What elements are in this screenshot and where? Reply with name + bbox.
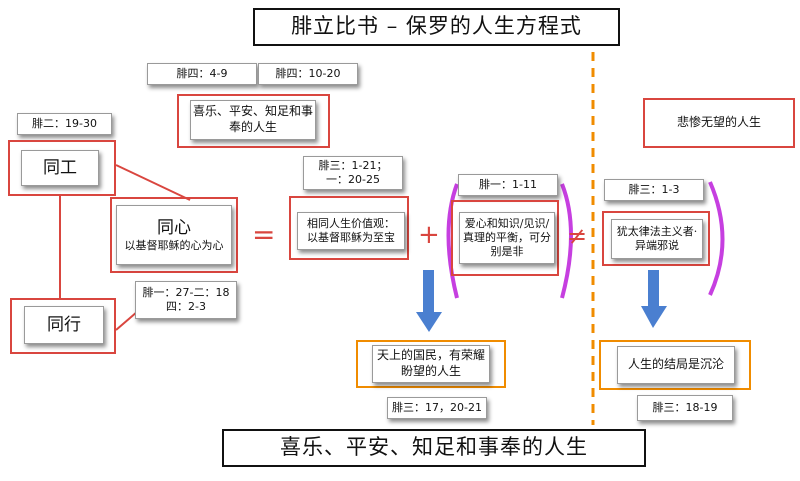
same-values-box: 相同人生价值观： 以基督耶稣为至宝 <box>297 212 405 250</box>
purple-bracket-right-2 <box>708 181 725 296</box>
love-knowledge-frame <box>451 200 559 276</box>
one-mind-frame <box>110 197 238 273</box>
diagram-title: 腓立比书 – 保罗的人生方程式 <box>253 8 620 46</box>
arrow-down-destruction <box>641 270 667 328</box>
miserable-life-frame <box>643 98 795 148</box>
coworker-frame <box>8 140 116 196</box>
plus-operator: + <box>418 220 440 250</box>
heaven-citizen-box: 天上的国民，有荣耀盼望的人生 <box>372 345 490 383</box>
ref-text: 腓三：18-19 <box>652 400 718 414</box>
joyful-life-box: 喜乐、平安、知足和事奉的人生 <box>190 100 316 140</box>
not-equal-operator: ≠ <box>567 222 587 250</box>
miserable-life-text: 悲惨无望的人生 <box>676 115 761 130</box>
same-values-line1: 相同人生价值观： <box>307 216 395 230</box>
ref-text: 腓三：17，20-21 <box>392 400 482 414</box>
purple-bracket-right <box>560 183 573 299</box>
legalist-box: 犹太律法主义者·异端邪说 <box>611 219 703 259</box>
ref-text: 腓一：27-二：18 <box>142 285 230 299</box>
plus-text: + <box>418 220 440 250</box>
equals-operator: = <box>252 218 275 251</box>
ref-text: 腓一：1-11 <box>479 177 537 191</box>
ref-text: 腓四：4-9 <box>176 66 228 80</box>
coworker-text: 同工 <box>43 157 77 178</box>
ref-phil3-17-21: 腓三：17，20-21 <box>387 397 487 419</box>
ref-phil2-19-30: 腓二：19-30 <box>17 113 112 135</box>
ref-phil4-4-9: 腓四：4-9 <box>147 63 257 85</box>
purple-bracket-left <box>446 183 459 299</box>
miserable-life-box: 悲惨无望的人生 <box>660 106 778 140</box>
joyful-life-text: 喜乐、平安、知足和事奉的人生 <box>192 104 313 134</box>
heaven-citizen-text: 天上的国民，有荣耀盼望的人生 <box>376 348 485 378</box>
equals-text: = <box>252 218 276 251</box>
same-values-line2: 以基督耶稣为至宝 <box>307 231 395 244</box>
ref-phil4-10-20: 腓四：10-20 <box>258 63 358 85</box>
one-mind-box: 同心 以基督耶稣的心为心 <box>116 205 232 265</box>
same-values-frame <box>289 196 409 260</box>
footer-title-text: 喜乐、平安、知足和事奉的人生 <box>280 435 588 460</box>
legalist-frame <box>602 211 710 266</box>
love-knowledge-text: 爱心和知识/见识/真理的平衡，可分别是非 <box>463 216 551 259</box>
ref-phil3-1-3: 腓三：1-3 <box>604 179 704 201</box>
ref-text: 一：20-25 <box>326 173 380 186</box>
connector-coworker-onemind <box>115 164 191 201</box>
end-destruction-frame <box>599 340 751 390</box>
legalist-text: 犹太律法主义者·异端邪说 <box>616 224 698 252</box>
arrow-down-heaven <box>416 270 442 332</box>
ref-text: 腓三：1-21； <box>318 158 388 172</box>
ref-phil1-27-2-18: 腓一：27-二：18 四：2-3 <box>135 281 237 319</box>
walk-together-box: 同行 <box>24 306 104 344</box>
walk-together-text: 同行 <box>47 314 81 335</box>
ref-phil3-18-19: 腓三：18-19 <box>637 395 733 421</box>
ref-phil3-1-21: 腓三：1-21； 一：20-25 <box>303 156 403 190</box>
love-knowledge-box: 爱心和知识/见识/真理的平衡，可分别是非 <box>459 212 555 264</box>
ref-text: 腓三：1-3 <box>628 182 680 196</box>
heaven-citizen-frame <box>356 340 506 388</box>
coworker-box: 同工 <box>21 150 99 186</box>
ref-text: 四：2-3 <box>166 300 206 313</box>
ref-text: 腓二：19-30 <box>32 116 97 130</box>
joyful-life-frame <box>177 94 330 148</box>
ref-phil1-1-11: 腓一：1-11 <box>458 174 558 196</box>
diagram-title-text: 腓立比书 – 保罗的人生方程式 <box>291 14 582 39</box>
walk-together-frame <box>10 298 116 354</box>
not-equal-text: ≠ <box>567 222 588 250</box>
end-destruction-box: 人生的结局是沉沦 <box>617 346 735 384</box>
end-destruction-text: 人生的结局是沉沦 <box>627 357 724 372</box>
one-mind-text: 同心 <box>157 217 191 238</box>
ref-text: 腓四：10-20 <box>275 66 341 80</box>
footer-title: 喜乐、平安、知足和事奉的人生 <box>222 429 646 467</box>
one-mind-subtext: 以基督耶稣的心为心 <box>124 238 224 252</box>
